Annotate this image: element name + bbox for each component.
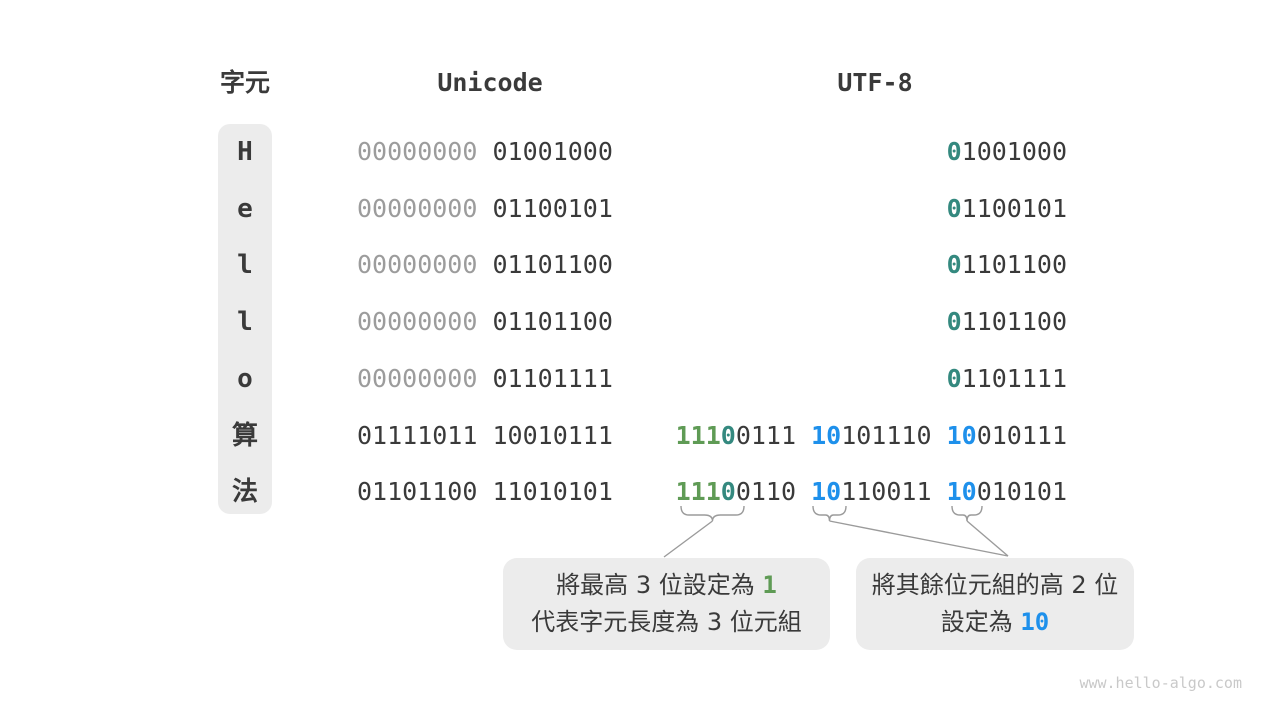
callout-text-line: 將其餘位元組的高 2 位: [872, 567, 1119, 604]
callout-text-segment: 設定為: [940, 608, 1021, 636]
utf8-bit-segment: 111: [675, 477, 721, 507]
callout-text-segment: 1: [762, 571, 777, 599]
unicode-bit-segment: 10010111: [492, 420, 613, 450]
utf8-bit-segment: 0: [946, 363, 962, 393]
unicode-bit-segment: 01101111: [492, 363, 613, 393]
utf8-bit-segment: 010101: [976, 477, 1067, 507]
unicode-bit-segment: 11010101: [492, 477, 613, 507]
unicode-cell: 00000000 01100101: [357, 193, 613, 225]
utf8-bit-segment: 0111: [735, 420, 797, 450]
utf8-bit-segment: 1100101: [961, 193, 1067, 223]
underbrace-byte2-icon: [812, 505, 847, 522]
unicode-cell: 00000000 01101100: [357, 249, 613, 281]
char-cell: o: [237, 363, 253, 394]
utf8-cell: 01101100: [947, 249, 1067, 281]
underbrace-byte3-icon: [951, 505, 983, 522]
utf8-bit-segment: 1101100: [961, 307, 1067, 337]
char-cell: e: [237, 193, 253, 224]
utf8-bit-segment: 010111: [976, 420, 1067, 450]
char-cell: l: [237, 250, 253, 281]
unicode-bit-segment: 00000000: [357, 307, 478, 337]
utf8-bit-segment: 10: [946, 420, 977, 450]
unicode-cell: 00000000 01001000: [357, 136, 613, 168]
unicode-bit-segment: 00000000: [357, 250, 478, 280]
utf8-bit-segment: 10: [811, 477, 842, 507]
unicode-bit-segment: 01101100: [492, 307, 613, 337]
callout-right-connector-line-a: [829, 520, 1009, 557]
utf8-bit-segment: 1101100: [961, 250, 1067, 280]
callout-left-connector-line: [663, 520, 713, 558]
char-cell: l: [237, 307, 253, 338]
underbrace-byte1-icon: [680, 505, 745, 522]
unicode-bit-segment: 01001000: [492, 137, 613, 166]
utf8-cell: 11100110 10110011 10010101: [676, 476, 1067, 508]
unicode-bit-segment: 01101100: [492, 250, 613, 280]
utf8-bit-segment: 0: [946, 307, 962, 337]
callout-text-line: 代表字元長度為 3 位元組: [531, 604, 802, 641]
unicode-cell: 00000000 01101111: [357, 363, 613, 395]
utf8-bit-segment: 101110: [841, 420, 932, 450]
watermark: www.hello-algo.com: [1079, 674, 1242, 692]
unicode-cell: 01101100 11010101: [357, 476, 613, 508]
utf8-cell: 01001000: [947, 136, 1067, 168]
utf8-bit-segment: 0: [946, 137, 962, 166]
utf8-cell: 11100111 10101110 10010111: [676, 420, 1067, 452]
char-cell: 算: [231, 420, 258, 451]
column-header-unicode: Unicode: [437, 68, 543, 97]
character-column-background: [218, 124, 272, 514]
char-cell: H: [237, 137, 253, 167]
unicode-bit-segment: 01101100: [357, 477, 478, 507]
utf8-bit-segment: 0: [720, 420, 736, 450]
utf8-cell: 01100101: [947, 193, 1067, 225]
utf8-bit-segment: 0: [946, 250, 962, 280]
unicode-bit-segment: 01111011: [357, 420, 478, 450]
utf8-bit-segment: 10: [946, 477, 977, 507]
utf8-bit-segment: 0: [946, 193, 962, 223]
callout-leading-byte: 將最高 3 位設定為 1 代表字元長度為 3 位元組: [503, 558, 830, 650]
callout-right-connector-line-b: [966, 520, 1009, 557]
utf8-bit-segment: 0110: [735, 477, 797, 507]
utf8-cell: 01101111: [947, 363, 1067, 395]
char-cell: 法: [231, 477, 258, 508]
unicode-cell: 00000000 01101100: [357, 306, 613, 338]
unicode-bit-segment: 00000000: [357, 193, 478, 223]
column-header-utf8: UTF-8: [837, 68, 913, 97]
callout-text-segment: 代表字元長度為 3 位元組: [531, 608, 802, 636]
utf8-bit-segment: 1101111: [961, 363, 1067, 393]
callout-text-line: 將最高 3 位設定為 1: [556, 567, 777, 604]
callout-continuation-bytes: 將其餘位元組的高 2 位設定為 10: [856, 558, 1134, 650]
unicode-bit-segment: 01100101: [492, 193, 613, 223]
utf8-bit-segment: 1001000: [961, 137, 1067, 166]
callout-text-segment: 將其餘位元組的高 2 位: [871, 571, 1119, 599]
utf8-bit-segment: 0: [720, 477, 736, 507]
callout-text-line: 設定為 10: [941, 604, 1050, 641]
utf8-bit-segment: 110011: [841, 477, 932, 507]
unicode-bit-segment: 00000000: [357, 363, 478, 393]
callout-text-segment: 將最高 3 位設定為: [556, 571, 763, 599]
unicode-bit-segment: 00000000: [357, 137, 478, 166]
callout-text-segment: 10: [1020, 608, 1050, 636]
utf8-bit-segment: 111: [675, 420, 721, 450]
utf8-bit-segment: 10: [811, 420, 842, 450]
utf8-cell: 01101100: [947, 306, 1067, 338]
unicode-cell: 01111011 10010111: [357, 420, 613, 452]
column-header-char: 字元: [219, 68, 270, 97]
